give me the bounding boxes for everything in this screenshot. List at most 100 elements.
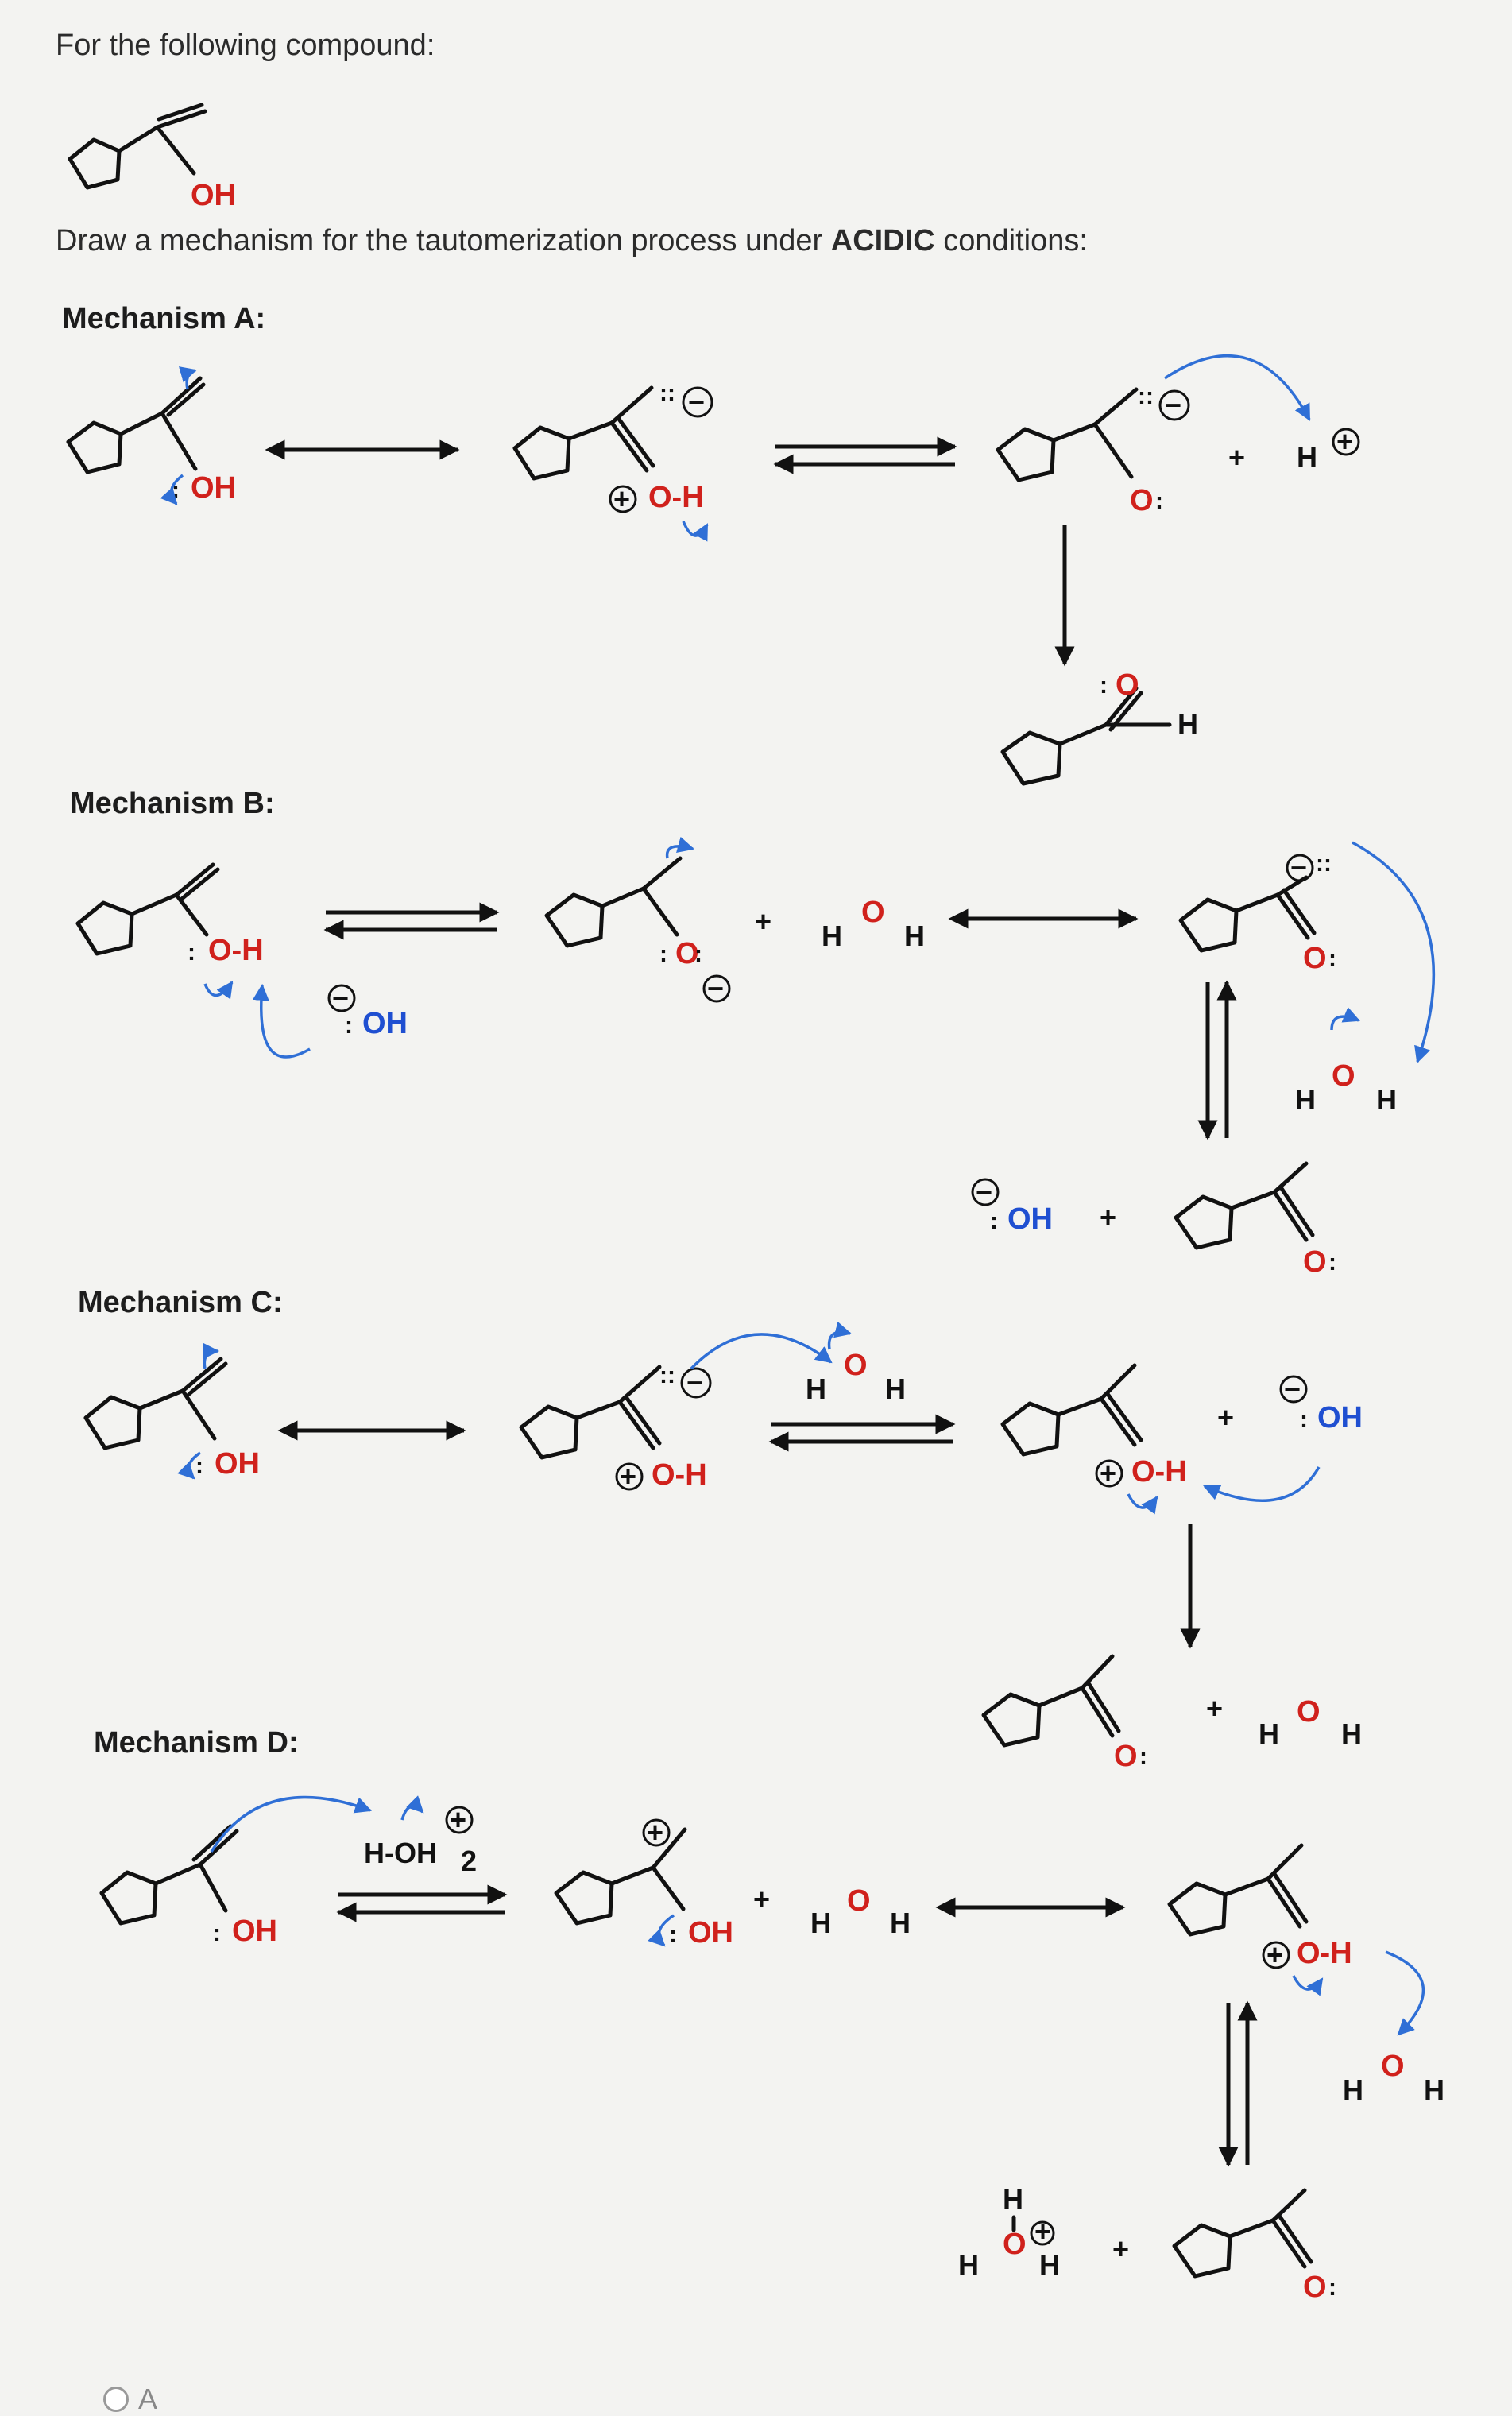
mech-a-enolate: − :: O : + H + [996,354,1360,517]
mech-a-keto-o: O [1116,668,1139,702]
svg-text:+: + [1266,1938,1283,1971]
mechanism-d: OH : + H-OH 2 + OH : + H O H [99,1795,1444,2304]
svg-text:+: + [1336,425,1353,458]
mech-d-oh-label: OH [232,1915,277,1948]
svg-text:H: H [1295,1083,1316,1116]
svg-text:H: H [822,920,842,952]
svg-text:−: − [1290,851,1307,884]
svg-text:H: H [958,2248,979,2281]
svg-text::: : [1300,1407,1308,1433]
mech-d-cation-oh: OH [688,1916,733,1949]
svg-text:H: H [1178,708,1198,741]
answer-choice-a-label: A [138,2383,158,2415]
mechanism-b: O-H : − OH : O : : − + H O H [75,836,1436,1279]
mechanism-a: OH : − :: + O-H [66,354,1360,786]
svg-text::: : [1155,488,1163,514]
mech-a-keto: O : H [1000,668,1198,786]
mech-d-ketone-o: O [1303,2271,1327,2304]
mechanism-c: OH : − :: + O-H H O H [83,1321,1363,1773]
svg-text:−: − [707,972,724,1005]
mech-d-carbocation: + OH : + H O H [554,1816,911,1949]
svg-text:H: H [890,1907,911,1939]
mech-d-hydronium: + H-OH 2 [364,1795,477,1877]
mech-b-o-minus: O [675,937,699,970]
svg-text:::: :: [659,1362,675,1388]
mech-c-oxocarbenium: + O-H + − OH : [1000,1363,1363,1515]
svg-text:+: + [1206,1692,1223,1725]
mech-b-oh-product: OH [1007,1202,1053,1236]
mechanism-b-heading: Mechanism B: [70,787,275,820]
svg-text:+: + [1112,2232,1129,2265]
svg-text:::: :: [659,380,675,406]
mech-c-hydroxide: OH [1317,1401,1363,1434]
instruction-prefix: Draw a mechanism for the tautomerization… [56,224,831,257]
svg-text:::: :: [1138,383,1154,409]
mechanism-c-heading: Mechanism C: [78,1286,283,1319]
svg-text::: : [1328,1249,1336,1276]
mech-d-oxocarbenium: + O-H H O H [1167,1843,1444,2106]
svg-text:−: − [688,385,705,418]
mech-b-hydroxide: OH [362,1007,408,1040]
mech-b-carbonyl-o: O [1303,942,1327,975]
svg-text::: : [659,941,667,967]
mech-a-resonance: − :: + O-H [512,380,713,542]
svg-text:O: O [1332,1059,1355,1093]
svg-text:O: O [847,1884,871,1918]
mech-c-products: O : + H O H [981,1654,1362,1773]
instruction-suffix: conditions: [934,224,1088,257]
svg-text:+: + [1034,2215,1051,2248]
svg-text:H: H [904,920,925,952]
mech-c-o-h: O-H [652,1458,707,1492]
svg-text::: : [345,1012,353,1039]
svg-text::: : [990,1208,998,1234]
question-instruction: Draw a mechanism for the tautomerization… [56,224,1088,258]
answer-choice-a-radio[interactable] [103,2387,129,2412]
answer-choice-a[interactable]: A [103,2383,157,2416]
svg-text:O: O [1003,2228,1027,2261]
svg-text:H: H [1003,2183,1023,2216]
mechanism-a-heading: Mechanism A: [62,302,266,335]
mech-c-oh-label: OH [215,1447,260,1481]
svg-text:O: O [1297,1695,1321,1729]
svg-text:+: + [1217,1401,1234,1434]
svg-text::: : [213,1920,221,1946]
mech-a-proton: H [1297,441,1317,474]
svg-text::: : [195,1453,203,1479]
mech-b-ketone-o: O [1303,1245,1327,1279]
mech-c-resonance: − :: + O-H H O H [519,1321,906,1493]
mech-d-h-oh2: H-OH [364,1837,437,1869]
svg-text:H: H [1341,1717,1362,1750]
svg-text::: : [188,939,195,966]
mech-b-enolate: O : : − + H O H [544,836,925,1005]
svg-text:−: − [332,982,349,1014]
svg-text:H: H [885,1373,906,1405]
svg-text:+: + [1100,1201,1116,1233]
svg-text::: : [1328,2275,1336,2301]
svg-text:::: :: [1316,850,1332,877]
svg-text:+: + [1228,441,1245,474]
mech-d-o-h: O-H [1297,1937,1352,1970]
svg-text::: : [694,941,702,967]
svg-text:H: H [1424,2073,1444,2106]
svg-text:+: + [647,1816,663,1849]
mech-c-oxo-o-h: O-H [1131,1455,1187,1489]
svg-text:H: H [1376,1083,1397,1116]
mech-a-o-h-label: O-H [648,481,704,514]
mech-a-enol: OH : [66,366,236,505]
mechanism-d-heading: Mechanism D: [94,1726,299,1760]
svg-text:+: + [1100,1457,1116,1489]
svg-text::: : [1139,1744,1147,1770]
svg-text:2: 2 [461,1845,477,1877]
mech-b-water: O [861,896,885,929]
svg-text:H: H [1259,1717,1279,1750]
mech-a-o-label: O [1130,484,1154,517]
mech-d-enol: OH : [99,1795,372,1948]
svg-text:H: H [806,1373,826,1405]
svg-text:O: O [1381,2050,1405,2083]
instruction-emphasis: ACIDIC [830,224,935,257]
svg-text::: : [669,1922,677,1948]
svg-text:+: + [450,1803,466,1836]
mech-b-products: − OH : + O : [971,1161,1336,1279]
svg-text:H: H [1343,2073,1363,2106]
